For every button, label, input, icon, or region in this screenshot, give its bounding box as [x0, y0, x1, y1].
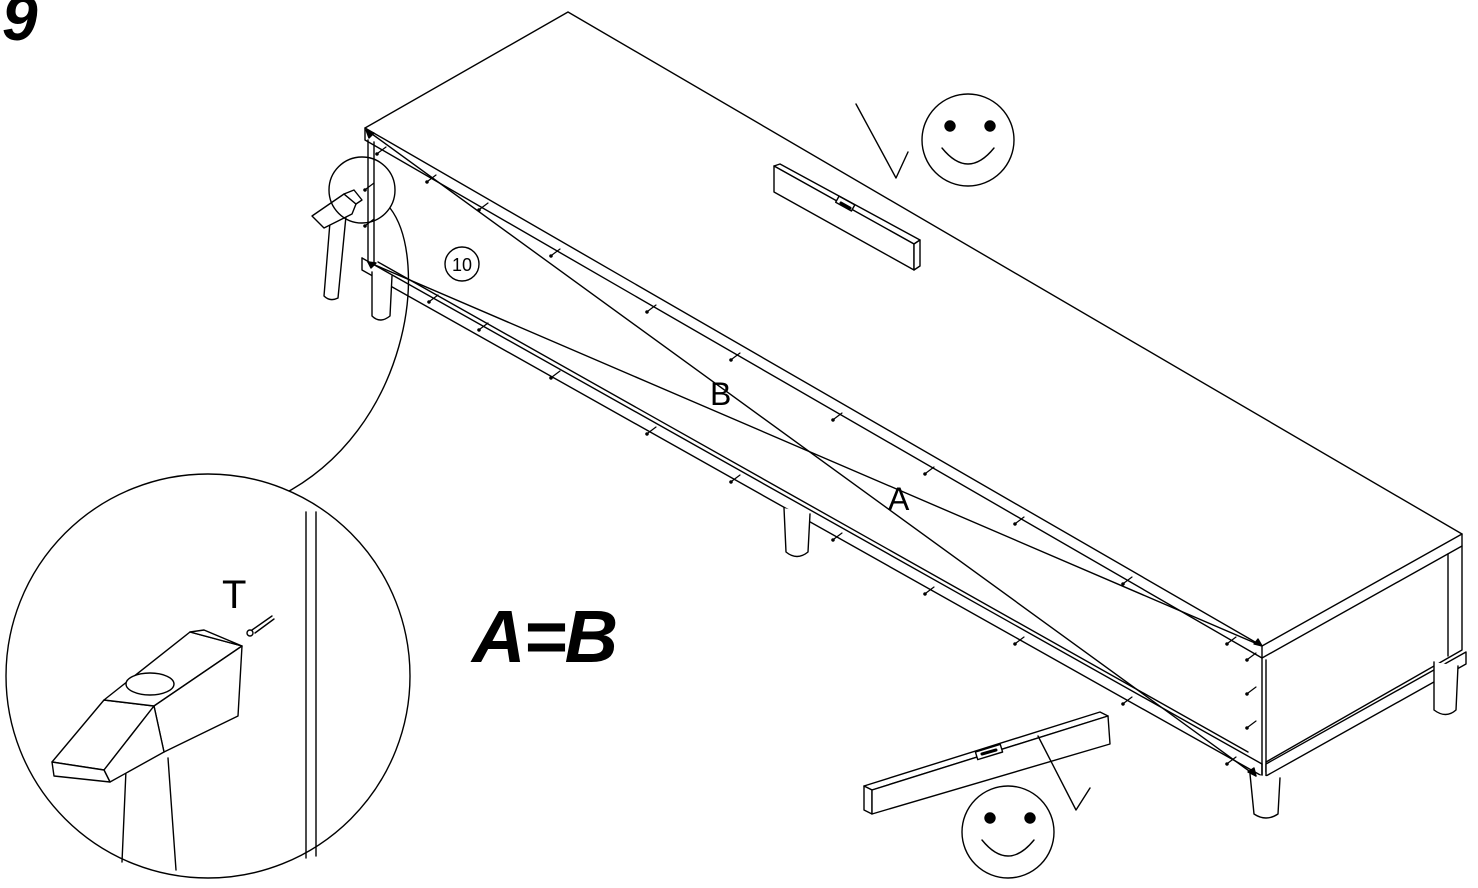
part-number-badge: 10 — [444, 246, 480, 282]
hammer-large — [51, 629, 243, 871]
cabinet-back-panel — [361, 139, 1267, 777]
detail-callout-small — [279, 156, 410, 497]
diagonal-a — [367, 261, 1263, 647]
cabinet-side-panel — [1265, 545, 1467, 777]
check-mark-bottom — [1037, 735, 1091, 811]
smiley-face-top — [921, 93, 1015, 187]
label-a: A — [888, 481, 910, 517]
smiley-face-bottom — [961, 785, 1055, 879]
diagonal-equation: A=B — [472, 595, 618, 678]
nail-detail — [246, 615, 275, 637]
spirit-level-top — [773, 163, 921, 271]
spirit-level-bottom — [863, 711, 1111, 815]
cabinet-top-panel — [364, 11, 1463, 659]
hammer-small — [311, 189, 363, 301]
label-b: B — [710, 376, 731, 412]
diagonal-b — [371, 133, 1257, 777]
corner-markers — [365, 129, 1263, 777]
check-mark-top — [855, 103, 909, 179]
cabinet-legs — [371, 271, 1459, 819]
label-tool-t: T — [222, 573, 246, 617]
step-number: 9 — [2, 0, 38, 54]
part-number-label: 10 — [452, 255, 472, 275]
